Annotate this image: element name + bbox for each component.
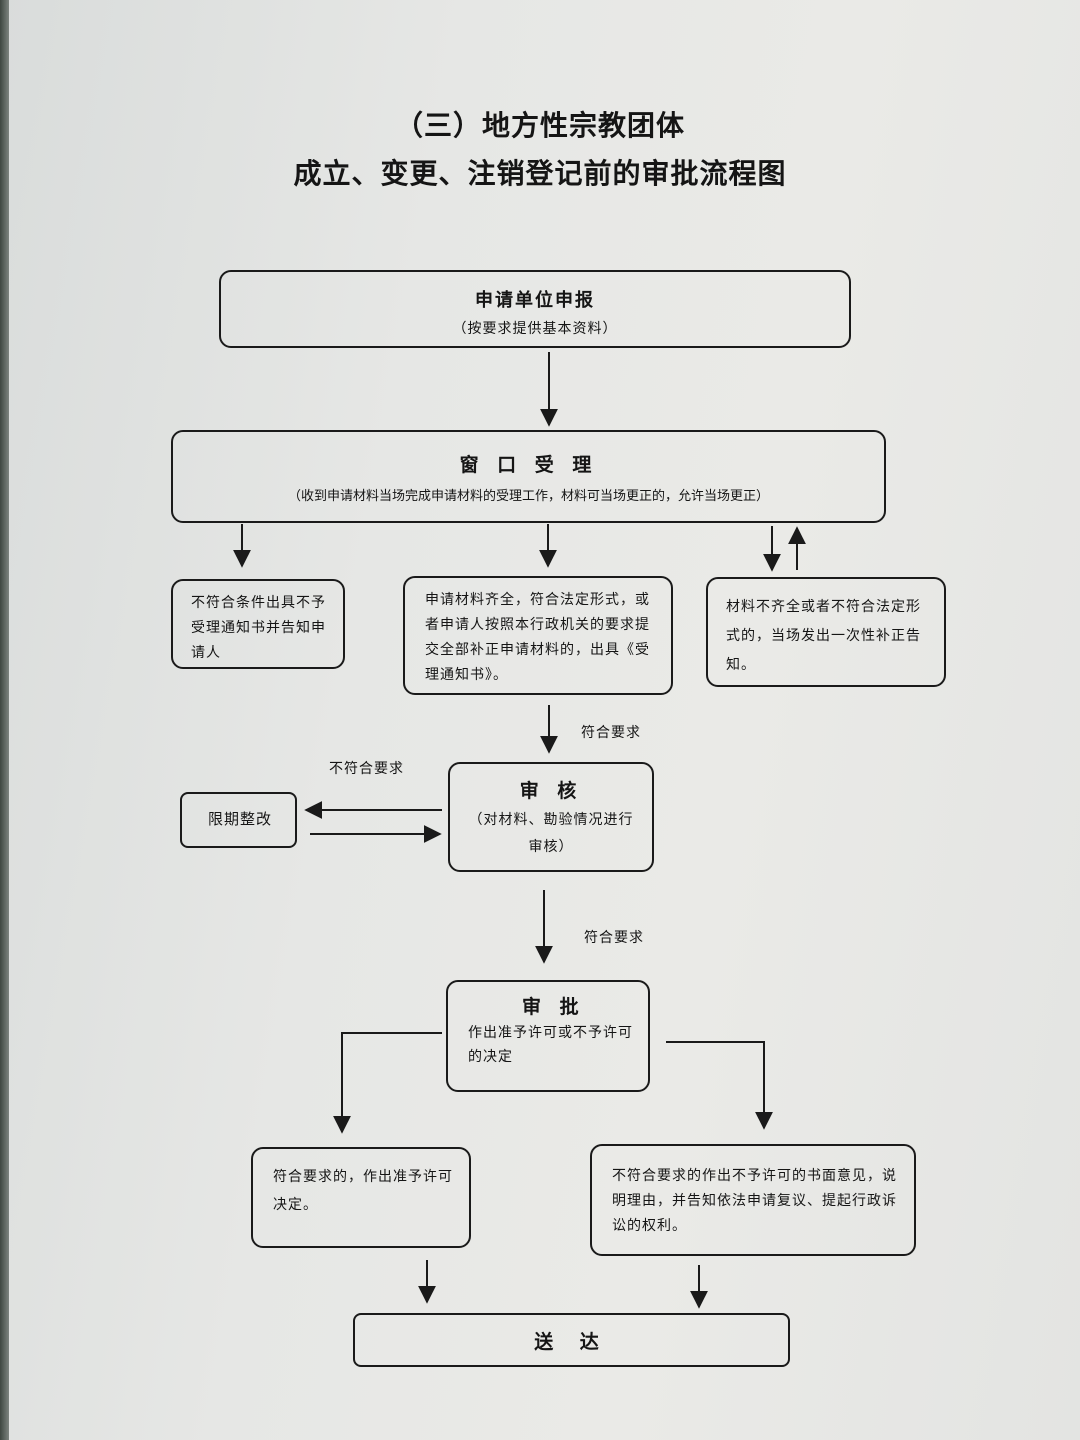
node-deliver: 送 达 [353,1313,790,1367]
page-edge [0,0,9,1440]
node-approve-title: 审 批 [522,996,585,1018]
node-deliver-title: 送 达 [534,1331,609,1353]
node-reject: 不符合条件出具不予受理通知书并告知申请人 [171,579,345,669]
node-apply-title: 申请单位申报 [475,290,595,311]
node-window-sub: （收到申请材料当场完成申请材料的受理工作，材料可当场更正的，允许当场更正） [287,489,769,504]
diagram-title-line1: （三）地方性宗教团体 [394,109,685,142]
node-review-sub: （对材料、勘验情况进行审核） [468,812,634,855]
diagram-title-line2: 成立、变更、注销登记前的审批流程图 [293,157,787,190]
node-supplement: 材料不齐全或者不符合法定形式的，当场发出一次性补正告知。 [706,577,946,687]
label-accept-to-review: 符合要求 [581,725,641,741]
node-approve-sub: 作出准予许可或不予许可的决定 [468,1025,633,1065]
node-window: 窗 口 受 理 （收到申请材料当场完成申请材料的受理工作，材料可当场更正的，允许… [171,430,886,523]
label-review-to-rectify: 不符合要求 [329,761,404,777]
node-review: 审 核 （对材料、勘验情况进行审核） [448,762,654,872]
arrow-approve-to-grant [333,1032,442,1134]
node-review-title: 审 核 [519,780,583,802]
arrow-approve-to-deny [666,1041,773,1130]
node-apply-sub: （按要求提供基本资料） [452,321,618,337]
node-apply: 申请单位申报 （按要求提供基本资料） [219,270,851,348]
node-rectify: 限期整改 [180,792,297,848]
label-review-to-approve: 符合要求 [584,930,644,946]
node-grant: 符合要求的，作出准予许可决定。 [251,1147,471,1248]
node-window-title: 窗 口 受 理 [459,454,598,476]
node-deny: 不符合要求的作出不予许可的书面意见，说明理由，并告知依法申请复议、提起行政诉讼的… [590,1144,916,1256]
node-approve: 审 批 作出准予许可或不予许可的决定 [446,980,650,1092]
node-accept: 申请材料齐全，符合法定形式，或者申请人按照本行政机关的要求提交全部补正申请材料的… [403,576,673,695]
